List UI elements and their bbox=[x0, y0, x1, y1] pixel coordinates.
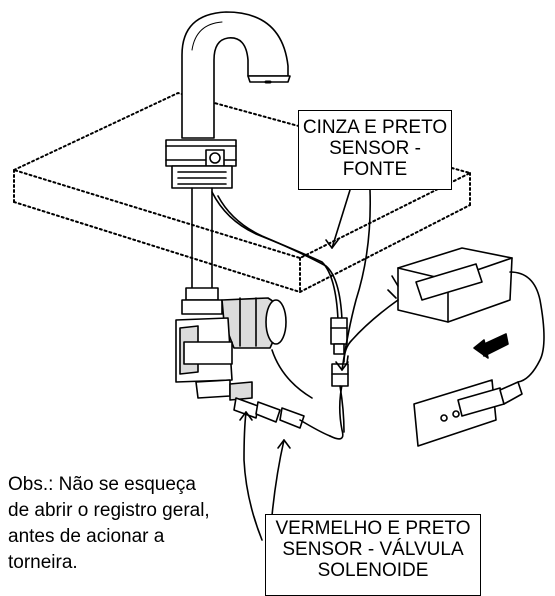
note-line-1: Obs.: Não se esqueça bbox=[8, 474, 196, 495]
sensor-power-label-line-3: FONTE bbox=[342, 159, 408, 180]
sensor-valve-label: VERMELHO E PRETO SENSOR - VÁLVULA SOLENO… bbox=[265, 514, 481, 596]
callout-lines-top bbox=[325, 189, 372, 371]
sensor-power-label-line-1: CINZA E PRETO bbox=[302, 117, 448, 138]
sensor-valve-label-line-1: VERMELHO E PRETO bbox=[275, 518, 471, 539]
faucet bbox=[165, 11, 291, 189]
sensor-cable bbox=[211, 191, 349, 433]
note-line-3: antes de acionar a bbox=[8, 526, 165, 547]
wall-outlet bbox=[413, 379, 523, 447]
countertop bbox=[13, 92, 471, 293]
sensor-valve-label-line-3: SOLENOIDE bbox=[317, 560, 429, 581]
sensor-power-label: CINZA E PRETO SENSOR - FONTE bbox=[298, 110, 452, 190]
sensor-valve-label-line-2: SENSOR - VÁLVULA bbox=[282, 539, 464, 560]
power-supply bbox=[343, 247, 545, 383]
note-line-2: de abrir o registro geral, bbox=[8, 500, 210, 521]
sensor-power-label-line-2: SENSOR - bbox=[329, 138, 421, 159]
solenoid-valve bbox=[175, 287, 287, 401]
supply-pipe bbox=[191, 187, 213, 291]
plug-arrow bbox=[473, 333, 509, 359]
installation-note: Obs.: Não se esqueça de abrir o registro… bbox=[8, 472, 248, 576]
note-line-4: torneira. bbox=[8, 552, 78, 573]
